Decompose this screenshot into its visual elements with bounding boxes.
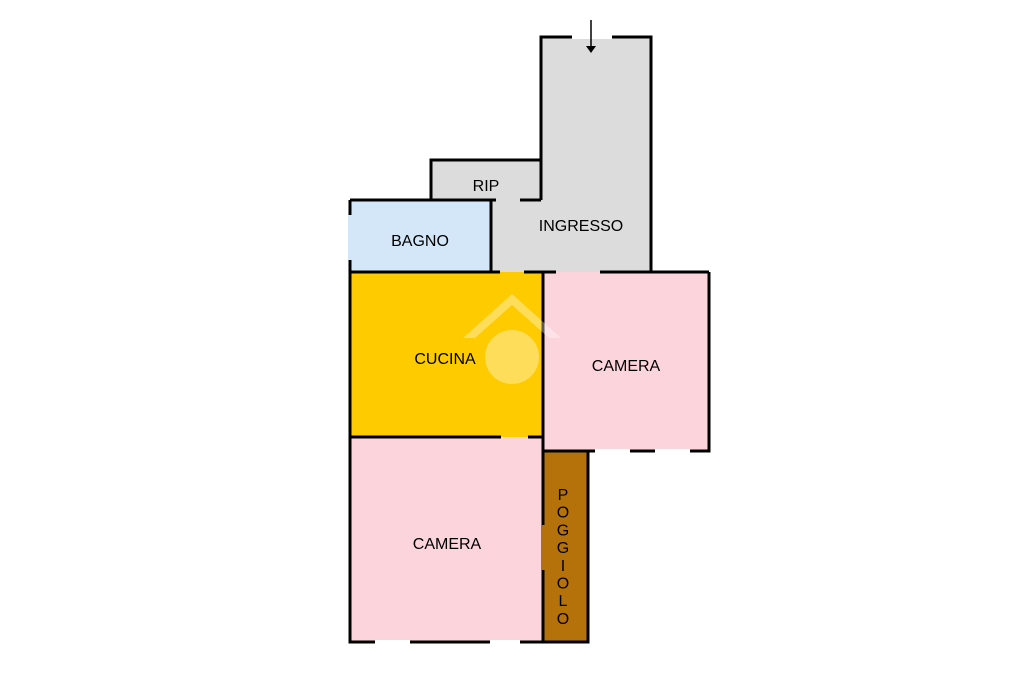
house-watermark-icon	[463, 294, 561, 384]
room-bagno	[350, 201, 491, 272]
label-cucina: CUCINA	[414, 351, 476, 368]
poggiolo-letter: O	[557, 611, 569, 628]
room-rip	[431, 160, 541, 200]
room-cucina	[350, 272, 543, 437]
label-camera-bottom: CAMERA	[413, 536, 482, 553]
walls	[348, 35, 711, 644]
poggiolo-letter: G	[557, 522, 569, 539]
poggiolo-letter: P	[558, 487, 569, 504]
room-ingresso-lower	[491, 200, 543, 272]
label-rip: RIP	[473, 178, 500, 195]
poggiolo-letter: G	[557, 540, 569, 557]
poggiolo-letter: I	[561, 558, 565, 575]
label-ingresso: INGRESSO	[539, 218, 623, 235]
room-ingresso	[541, 37, 651, 272]
poggiolo-letter: L	[559, 593, 568, 610]
poggiolo-letter: O	[557, 576, 569, 593]
door-gaps	[348, 35, 690, 644]
label-camera-right: CAMERA	[592, 358, 661, 375]
poggiolo-letter: O	[557, 505, 569, 522]
room-camera-right	[543, 272, 709, 451]
entrance-arrow-icon	[586, 20, 596, 53]
room-poggiolo	[543, 451, 588, 642]
label-bagno: BAGNO	[391, 233, 449, 250]
room-camera-bottom	[350, 437, 543, 642]
